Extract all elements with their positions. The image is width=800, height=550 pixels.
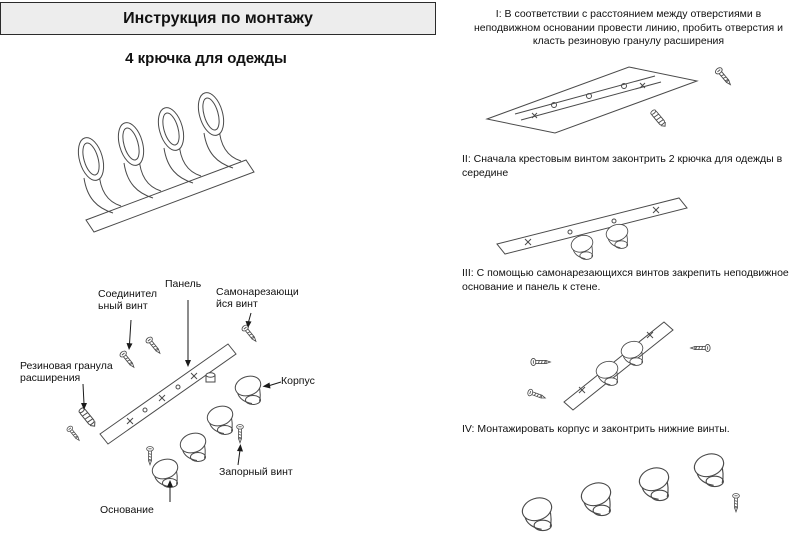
label-panel: Панель [165, 278, 202, 290]
label-connecting-screw: Соединительный винт [98, 288, 157, 313]
step-4-text: IV: Монтажировать корпус и законтрить ни… [462, 423, 730, 436]
hook-1 [73, 134, 122, 214]
hook-3 [153, 104, 202, 184]
self-tapping-screw [240, 323, 260, 344]
screw [713, 65, 734, 88]
step-1-text: I: В соответствии с расстоянием между от… [473, 8, 784, 48]
label-arrows [81, 300, 282, 502]
step-2-figure [495, 197, 688, 261]
base-rail [495, 197, 688, 255]
hook-knob-4 [690, 449, 727, 488]
page-title-bar: Инструкция по монтажу [0, 2, 436, 35]
label-rubber-expansion-plug: Резиновая гранула расширения [20, 360, 113, 385]
locking-screw-2 [146, 446, 154, 466]
rail-holes [578, 332, 653, 394]
step-3-figure [526, 321, 711, 412]
page-title: Инструкция по монтажу [123, 9, 313, 27]
self-tapping-screw-bottom [526, 388, 547, 403]
rubber-plug-group [65, 406, 98, 443]
rubber-plug [649, 108, 668, 129]
assembled-hooks-drawing [73, 89, 255, 233]
exploded-parts-drawing [65, 300, 282, 502]
step-2-text: II: Сначала крестовым винтом законтрить … [462, 152, 783, 179]
step-3-text: III: С помощью самонарезающихся винтов з… [462, 267, 789, 293]
exploded-diagram: Панель Соединительный винт Самонарезающи… [0, 276, 440, 548]
hook-knob-3 [635, 463, 672, 502]
label-self-tapping-screw: Самонарезающийся винт [216, 286, 299, 311]
rail [85, 159, 255, 233]
base-rail [562, 321, 674, 412]
base-outline [514, 75, 661, 121]
page-subtitle: 4 крючка для одежды [125, 50, 287, 67]
label-base: Основание [100, 504, 154, 516]
step-4-figure [518, 449, 740, 532]
rail-holes [524, 206, 659, 246]
hook-4 [193, 89, 242, 169]
self-tapping-screw-right [689, 344, 711, 353]
self-tapping-screw-left [529, 358, 551, 367]
locking-screw [236, 424, 244, 444]
step-1-figure [484, 65, 734, 134]
label-body: Корпус [281, 375, 315, 387]
panel-part [99, 343, 237, 445]
locking-screw [731, 493, 740, 513]
label-locking-screw: Запорный винт [219, 466, 293, 478]
hook-2 [113, 119, 162, 199]
steps-column: I: В соответствии с расстоянием между от… [462, 8, 795, 550]
spacer-nut [205, 372, 216, 383]
hook-knob-2 [577, 478, 614, 517]
assembled-hooks-figure [68, 89, 298, 247]
hook-knob-1 [518, 493, 555, 532]
